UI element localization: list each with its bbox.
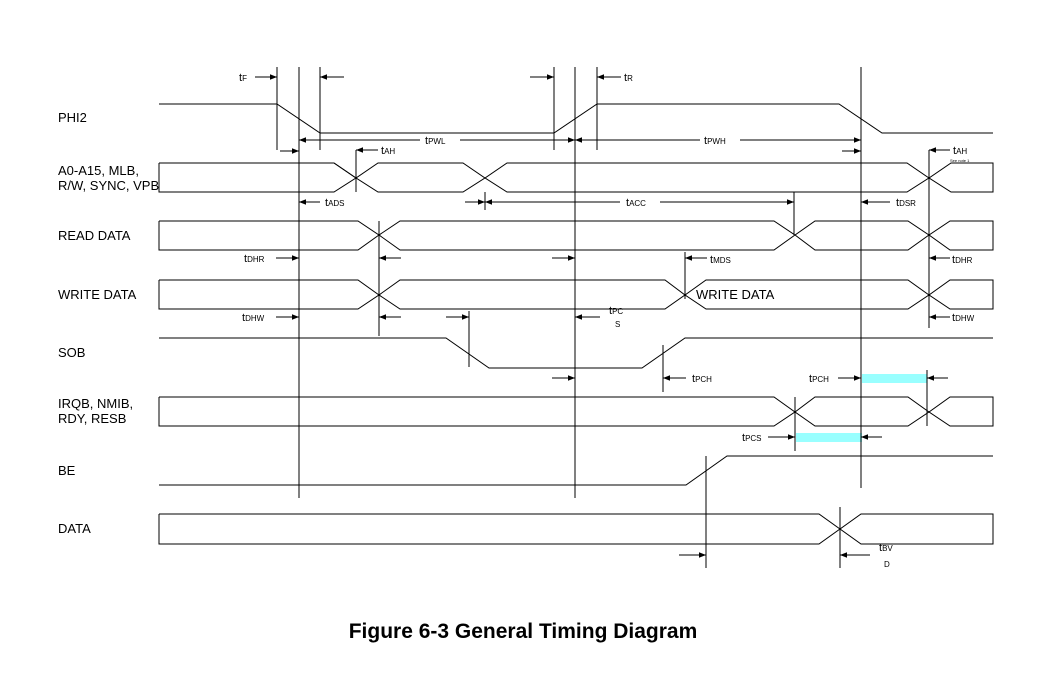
waveform-write-data [158, 279, 994, 310]
figure-caption: Figure 6-3 General Timing Diagram [348, 620, 698, 643]
label-address-line2: R/W, SYNC, VPB [58, 178, 159, 193]
label-address-line1: A0-A15, MLB, [58, 163, 139, 178]
label-tads: tADS [325, 197, 345, 209]
guide-lines [276, 67, 930, 568]
label-tah: tAH [381, 145, 395, 157]
label-tdhr-2: tDHR [952, 254, 973, 266]
label-tpch: tPCH [692, 373, 712, 385]
timing-labels: tF tR tPWL tPWH tAH tAH See note 1 tADS … [239, 72, 975, 569]
label-tdhw: tDHW [242, 312, 265, 324]
label-tr: tR [624, 72, 633, 84]
tpcs-highlight-bar [796, 433, 862, 442]
label-be: BE [58, 463, 76, 478]
label-tdhw-2: tDHW [952, 312, 975, 324]
timing-arrows [255, 74, 950, 558]
waveform-data [158, 513, 994, 545]
label-tpcs-a-suffix: S [615, 320, 620, 329]
label-read-data: READ DATA [58, 228, 131, 243]
label-tbvd-suffix: D [884, 560, 890, 569]
label-tmds: tMDS [710, 254, 731, 266]
label-tpwh: tPWH [704, 135, 726, 147]
label-tpwl: tPWL [425, 135, 446, 147]
label-tdhr: tDHR [244, 253, 265, 265]
label-irq-line2: RDY, RESB [58, 411, 126, 426]
label-data: DATA [58, 521, 91, 536]
label-tpch-2: tPCH [809, 373, 829, 385]
waveform-read-data [158, 220, 994, 251]
label-tah-note: See note 1 [950, 158, 970, 163]
label-write-data: WRITE DATA [58, 287, 137, 302]
tpch-highlight-bar [862, 374, 927, 383]
write-data-inline-label: WRITE DATA [696, 287, 775, 302]
label-tacc: tACC [626, 197, 646, 209]
label-phi2: PHI2 [58, 110, 87, 125]
label-tah-2: tAH [953, 145, 967, 157]
label-tpcs-a: tPC [609, 305, 623, 317]
label-tbvd: tBV [879, 542, 893, 554]
waveform-be [159, 455, 993, 486]
label-tpcs: tPCS [742, 432, 762, 444]
waveform-phi2 [159, 103, 993, 134]
waveform-sob [159, 337, 993, 369]
label-tdsr: tDSR [896, 197, 916, 209]
label-irq-line1: IRQB, NMIB, [58, 396, 133, 411]
label-tf: tF [239, 72, 247, 84]
label-sob: SOB [58, 345, 85, 360]
waveform-irq [158, 396, 994, 427]
waveform-address [158, 162, 994, 193]
